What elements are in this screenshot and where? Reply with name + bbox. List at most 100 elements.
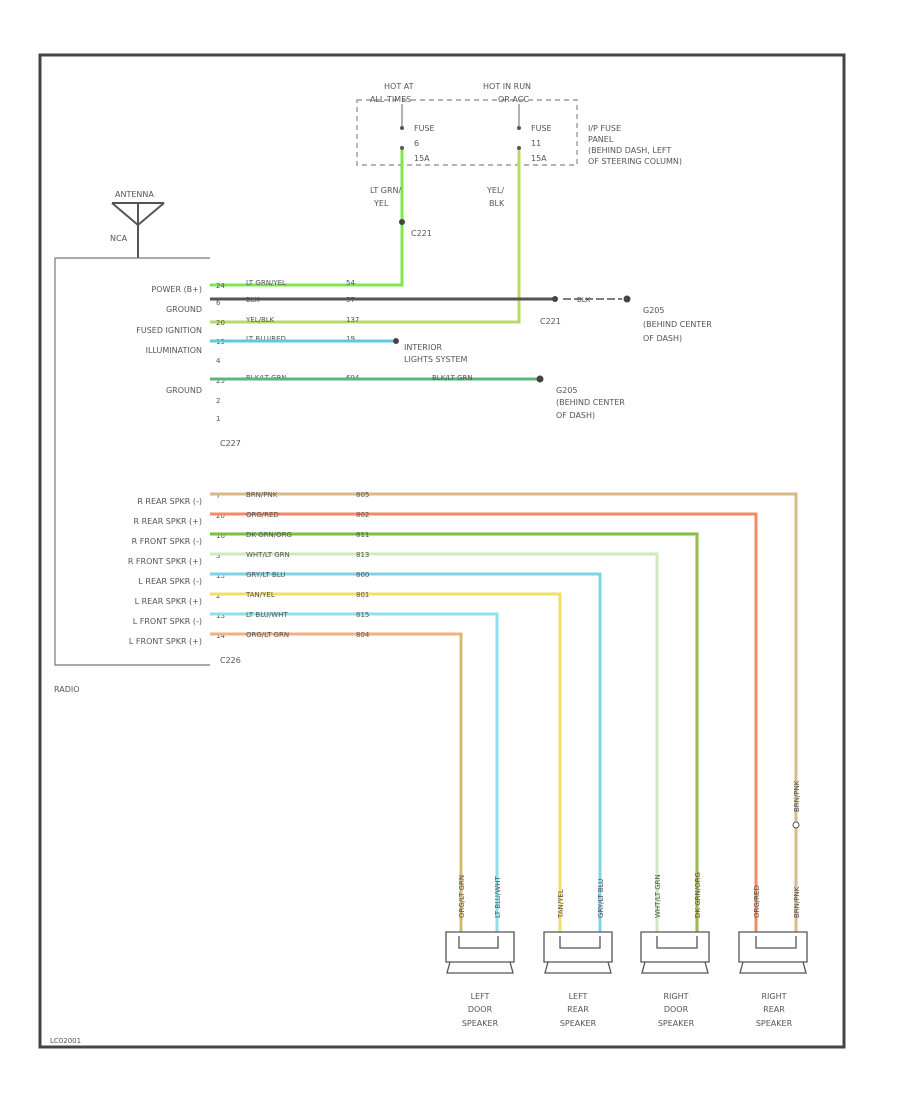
speaker-rd-name-3: SPEAKER	[658, 1019, 695, 1028]
speaker-wires: BRN/PNK ORG/RED DK GRN/ORG WHT/LT GRN GR…	[210, 491, 800, 935]
splice-c221-label: C221	[411, 229, 432, 238]
spk-label-l-front-pos: L FRONT SPKR (+)	[129, 637, 202, 646]
speaker-lr-name-2: REAR	[567, 1005, 589, 1014]
speaker-lr-name-3: SPEAKER	[560, 1019, 597, 1028]
fuse-panel-outline	[356, 99, 578, 166]
fuse-a-terminal-top	[400, 126, 404, 130]
pin-num-2: 2	[216, 397, 220, 405]
speaker-rd-body	[640, 931, 710, 974]
speaker-rr-name-2: REAR	[763, 1005, 785, 1014]
fuse-b-label-1: FUSE	[531, 124, 552, 133]
speaker-ld-body	[445, 931, 515, 974]
spk-label-l-rear-pos: L REAR SPKR (+)	[135, 597, 202, 606]
wire-b-label-1: YEL/	[486, 186, 504, 195]
wire-tan-yel	[210, 592, 562, 935]
wire-gry-lt-blu	[210, 572, 602, 935]
ground-1-loc-2: OF DASH)	[643, 334, 682, 343]
spk-circuit-801: 801	[356, 591, 369, 599]
antenna-label: ANTENNA	[115, 190, 154, 199]
illum-dest-2: LIGHTS SYSTEM	[404, 355, 468, 364]
ground-2-loc-1: (BEHIND CENTER	[556, 398, 625, 407]
spk-pin-3: 3	[216, 552, 220, 560]
spk-wire-color-7: LT BLU/WHT	[246, 611, 288, 619]
speaker-lr-body	[543, 931, 613, 974]
circuit-54: 54	[346, 279, 355, 287]
spk-label-l-front-neg: L FRONT SPKR (-)	[133, 617, 202, 626]
ground-2-name: G205	[556, 386, 577, 395]
wire-lt-grn-yel-feed	[210, 150, 404, 287]
spk-wire-color-3: DK GRN/ORG	[246, 531, 292, 539]
speaker-rr-body	[738, 931, 808, 974]
antenna: ANTENNA NCA	[110, 190, 165, 258]
wire-brn-pnk	[210, 492, 798, 935]
speaker-rd-name-1: RIGHT	[663, 992, 688, 1001]
splice-c221-ground-dot	[552, 296, 558, 302]
pin-label-ground-1: GROUND	[166, 305, 202, 314]
fuse-panel-desc-3: (BEHIND DASH, LEFT	[588, 146, 671, 155]
antenna-symbol	[111, 202, 165, 258]
fuse-panel-desc-2: PANEL	[588, 135, 614, 144]
spk-pin-13: 13	[216, 612, 225, 620]
speaker-rr-name-3: SPEAKER	[756, 1019, 793, 1028]
speaker-rr-cone	[755, 936, 797, 949]
speaker-lr-cone	[559, 936, 601, 949]
hot-at-all-times-label-2: ALL TIMES	[370, 95, 411, 104]
illum-dest-dot	[393, 338, 399, 344]
pin-num-6: 6	[216, 299, 221, 307]
speaker-left-door: LEFT DOOR SPEAKER	[445, 931, 515, 1028]
wire-org-red	[210, 512, 758, 935]
pin-num-1: 1	[216, 415, 220, 423]
spk-label-r-rear-pos: R REAR SPKR (+)	[134, 517, 202, 526]
connector-c227-label: C227	[220, 439, 241, 448]
spk-wire-color-2: ORG/RED	[246, 511, 279, 519]
spk-pin-16: 16	[216, 532, 225, 540]
wire-a-label-1: LT GRN/	[370, 186, 402, 195]
diagram-frame	[38, 53, 846, 1049]
spk-wire-color-6: TAN/YEL	[245, 591, 275, 599]
fuse-a-terminal-bottom	[400, 146, 404, 150]
speaker-rd-name-2: DOOR	[664, 1005, 689, 1014]
pin-num-25: 25	[216, 377, 225, 385]
spk-label-l-rear-neg: L REAR SPKR (-)	[138, 577, 202, 586]
ground-2-wire-label: BLK/LT GRN	[432, 374, 473, 382]
speaker-rd-cone	[656, 936, 698, 949]
vlabel-rdoor-1: WHT/LT GRN	[654, 874, 662, 918]
spk-pin-15: 15	[216, 572, 225, 580]
fuse-b-terminal-bottom	[517, 146, 521, 150]
vlabel-lrear-2: GRY/LT BLU	[597, 879, 605, 918]
spk-label-r-front-pos: R FRONT SPKR (+)	[128, 557, 202, 566]
ground-1-loc-1: (BEHIND CENTER	[643, 320, 712, 329]
fuse-b-label-3: 15A	[531, 154, 547, 163]
spk-label-r-front-neg: R FRONT SPKR (-)	[132, 537, 202, 546]
connector-c226-label: C226	[220, 656, 241, 665]
speaker-right-rear: RIGHT REAR SPEAKER	[738, 931, 808, 1028]
wire-wht-lt-grn	[210, 552, 659, 935]
pin-num-24: 24	[216, 282, 225, 290]
hot-at-all-times-label-1: HOT AT	[384, 82, 414, 91]
pin-label-power: POWER (B+)	[151, 285, 202, 294]
wire-color-illumination: LT BLU/RED	[246, 335, 286, 343]
spk-circuit-813: 813	[356, 551, 369, 559]
speaker-rr-name-1: RIGHT	[761, 992, 786, 1001]
pin-num-4: 4	[216, 357, 221, 365]
pin-label-fused-ignition: FUSED IGNITION	[136, 326, 202, 335]
speaker-left-rear: LEFT REAR SPEAKER	[543, 931, 613, 1028]
upper-pins: POWER (B+) GROUND FUSED IGNITION ILLUMIN…	[136, 279, 360, 423]
antenna-wire-label: NCA	[110, 234, 128, 243]
illum-dest-1: INTERIOR	[404, 343, 443, 352]
fuse-panel: HOT AT ALL TIMES HOT IN RUN OR ACC FUSE …	[356, 82, 682, 166]
speaker-lr-name-1: LEFT	[569, 992, 588, 1001]
footer-code: LC02001	[50, 1037, 81, 1045]
vlabel-rr-splice: BRN/PNK	[793, 780, 801, 812]
spk-wire-color-8: ORG/LT GRN	[246, 631, 289, 639]
splice-c221-dot	[399, 219, 405, 225]
pin-label-illumination: ILLUMINATION	[146, 346, 202, 355]
vertical-wire-labels: ORG/LT GRN LT BLU/WHT TAN/YEL GRY/LT BLU…	[458, 780, 801, 919]
vlabel-rrear-1: ORG/RED	[753, 885, 761, 918]
circuit-19: 19	[346, 335, 355, 343]
spk-circuit-800: 800	[356, 571, 369, 579]
rr-splice-dot	[792, 821, 800, 829]
spk-pin-2: 2	[216, 592, 220, 600]
spk-circuit-815: 815	[356, 611, 369, 619]
